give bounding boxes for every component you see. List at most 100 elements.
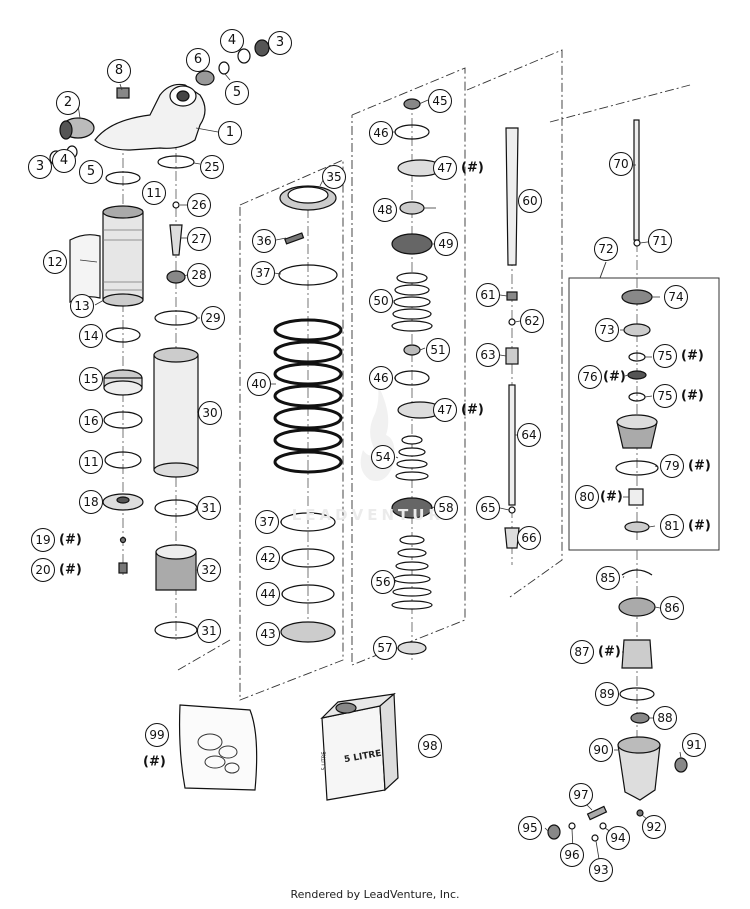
panel-left bbox=[177, 639, 231, 671]
washer-48 bbox=[399, 201, 425, 215]
seat-43 bbox=[280, 621, 336, 643]
kit-box-72-leader bbox=[599, 261, 607, 279]
callout-47b: 47 bbox=[433, 398, 457, 422]
callout-31a: 31 bbox=[197, 496, 221, 520]
washer-89 bbox=[619, 687, 655, 701]
ring-25 bbox=[157, 155, 195, 169]
callout-48: 48 bbox=[373, 198, 397, 222]
bag-contents bbox=[197, 733, 240, 774]
callout-28: 28 bbox=[187, 263, 211, 287]
ring-right-4 bbox=[237, 48, 251, 64]
callout-75b: 75 bbox=[653, 384, 677, 408]
callout-5a: 5 bbox=[225, 81, 249, 105]
piston-rod-60 bbox=[505, 127, 519, 266]
callout-99: 99 bbox=[145, 723, 169, 747]
callout-5b: 5 bbox=[79, 160, 103, 184]
callout-66: 66 bbox=[517, 526, 541, 550]
piston-49 bbox=[391, 233, 433, 255]
main-cylinder bbox=[153, 354, 199, 471]
callout-30: 30 bbox=[198, 401, 222, 425]
leader-lines bbox=[77, 73, 682, 866]
callout-88: 88 bbox=[653, 706, 677, 730]
main-spring bbox=[273, 318, 343, 474]
ring-76 bbox=[627, 370, 647, 380]
callout-36: 36 bbox=[252, 229, 276, 253]
note-75a: (#) bbox=[681, 348, 704, 364]
watermark-flame-icon bbox=[360, 385, 395, 481]
parts bbox=[34, 39, 688, 842]
nut-45 bbox=[403, 98, 421, 110]
callout-4a: 4 bbox=[220, 29, 244, 53]
cap-66 bbox=[504, 527, 520, 549]
panel-piston bbox=[351, 67, 466, 666]
callout-95: 95 bbox=[518, 816, 542, 840]
callout-45: 45 bbox=[428, 89, 452, 113]
callout-72: 72 bbox=[594, 237, 618, 261]
ring-11-top bbox=[105, 171, 141, 185]
bleed-screw bbox=[116, 87, 130, 99]
callout-96: 96 bbox=[560, 843, 584, 867]
callout-97: 97 bbox=[569, 783, 593, 807]
callout-14: 14 bbox=[79, 324, 103, 348]
cap-86 bbox=[618, 597, 656, 617]
note-81: (#) bbox=[688, 518, 711, 534]
reservoir-cylinder bbox=[102, 211, 144, 301]
callout-51: 51 bbox=[426, 338, 450, 362]
bushing-95 bbox=[547, 824, 561, 840]
callout-42: 42 bbox=[256, 546, 280, 570]
bushing-right-3 bbox=[254, 39, 270, 57]
callout-73: 73 bbox=[595, 318, 619, 342]
label-sheet bbox=[69, 234, 101, 303]
callout-16: 16 bbox=[79, 409, 103, 433]
callout-15: 15 bbox=[79, 367, 103, 391]
callout-27: 27 bbox=[187, 227, 211, 251]
bearing-6 bbox=[195, 70, 215, 86]
callout-89: 89 bbox=[595, 682, 619, 706]
nut-61 bbox=[506, 291, 518, 301]
seal-73 bbox=[623, 323, 651, 337]
callout-32: 32 bbox=[197, 558, 221, 582]
ring-14 bbox=[105, 327, 141, 343]
ball-71 bbox=[633, 239, 641, 247]
callout-35: 35 bbox=[322, 165, 346, 189]
note-47a: (#) bbox=[461, 160, 484, 176]
callout-74: 74 bbox=[664, 285, 688, 309]
callout-3a: 3 bbox=[268, 31, 292, 55]
callout-1: 1 bbox=[218, 121, 242, 145]
callout-54: 54 bbox=[371, 445, 395, 469]
callout-94: 94 bbox=[606, 826, 630, 850]
ring-93 bbox=[591, 834, 599, 842]
note-76: (#) bbox=[603, 369, 626, 385]
callout-93: 93 bbox=[589, 858, 613, 882]
callout-43: 43 bbox=[256, 622, 280, 646]
callout-86: 86 bbox=[660, 596, 684, 620]
spacer-51 bbox=[403, 344, 421, 356]
callout-3b: 3 bbox=[28, 155, 52, 179]
panel-shaft bbox=[466, 49, 563, 598]
clip-85 bbox=[621, 569, 653, 576]
ring-94 bbox=[599, 822, 607, 830]
washer-37-top bbox=[278, 264, 338, 286]
kit-box-72 bbox=[568, 277, 720, 551]
callout-13: 13 bbox=[70, 294, 94, 318]
washer-26 bbox=[172, 201, 180, 209]
callout-80: 80 bbox=[575, 485, 599, 509]
callout-75a: 75 bbox=[653, 344, 677, 368]
sleeve-63 bbox=[505, 347, 519, 365]
shim-stack-54 bbox=[395, 435, 429, 481]
callout-61: 61 bbox=[476, 283, 500, 307]
nut-88 bbox=[630, 712, 650, 724]
bumper-87 bbox=[621, 639, 653, 669]
callout-71: 71 bbox=[648, 229, 672, 253]
bushing-91 bbox=[674, 757, 688, 773]
washer-57 bbox=[397, 641, 427, 655]
shim-stack-56 bbox=[391, 535, 433, 610]
callout-64: 64 bbox=[517, 423, 541, 447]
note-99: (#) bbox=[143, 754, 166, 770]
callout-40: 40 bbox=[247, 372, 271, 396]
callout-49: 49 bbox=[434, 232, 458, 256]
ring-11-bottom bbox=[104, 451, 142, 469]
callout-25: 25 bbox=[200, 155, 224, 179]
ring-16 bbox=[103, 411, 143, 429]
callout-92: 92 bbox=[642, 815, 666, 839]
